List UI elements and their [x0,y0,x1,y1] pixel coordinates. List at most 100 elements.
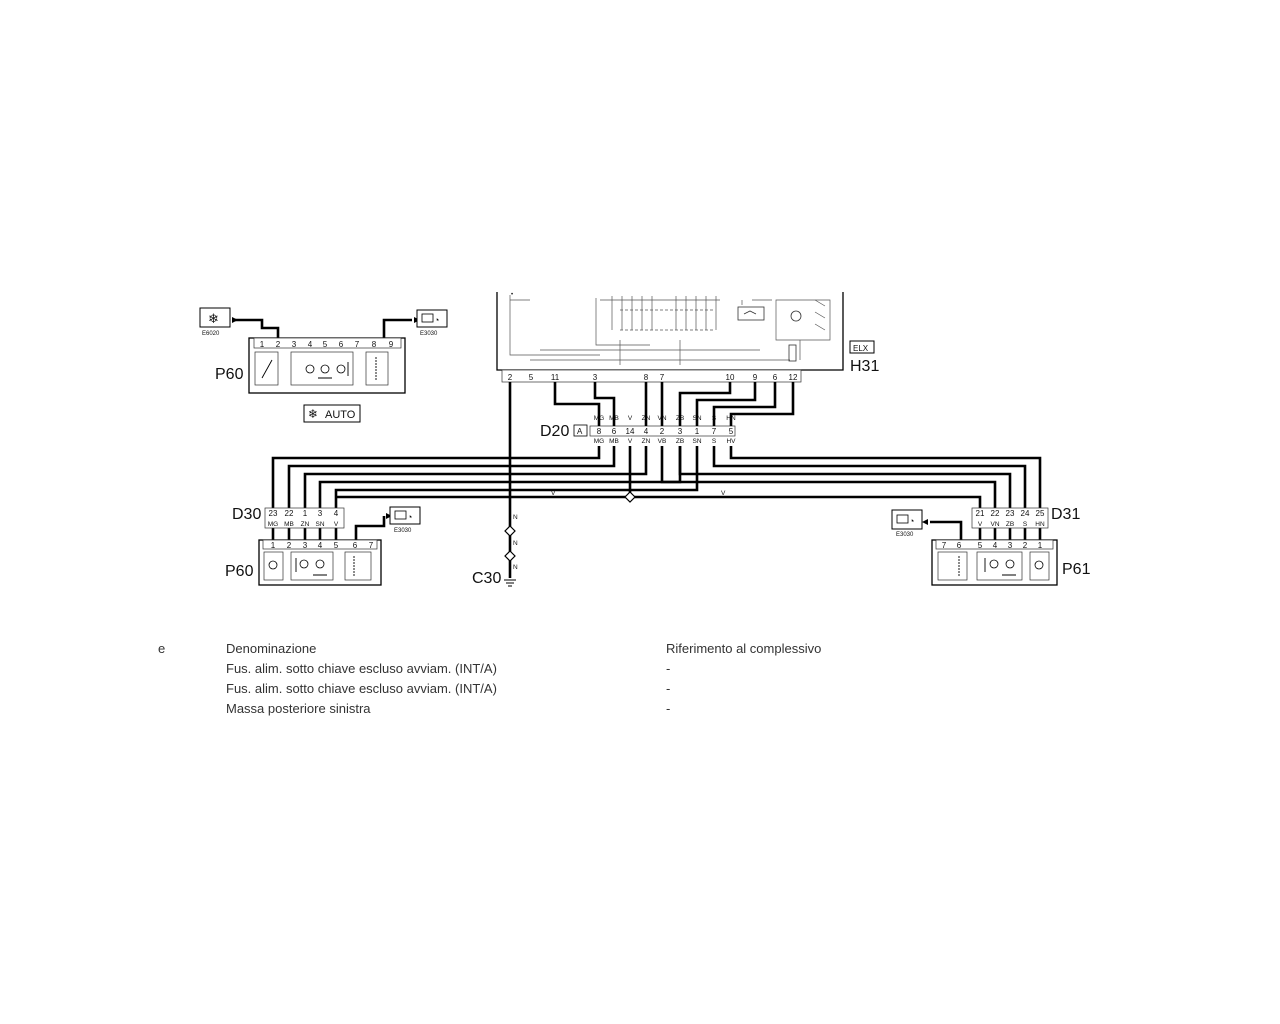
d30-pin-number: 23 [269,509,278,518]
d30-pin-number: 4 [334,509,339,518]
legend-row-name: Fus. alim. sotto chiave escluso avviam. … [226,681,497,696]
p60-bottom-pin-number: 4 [318,541,323,550]
p60-bottom-pin-number: 3 [303,541,308,550]
d20-bottom-wire-color: HV [726,438,736,445]
d30-pin-number: 1 [303,509,308,518]
e6020-reference: ❄ E6020 [199,307,231,337]
rear-defrost-icon: ◔ [407,512,412,522]
d30-pin-number: 3 [318,509,323,518]
d31-label: D31 [1051,506,1080,523]
p61-pin-number: 7 [942,541,947,550]
d20-bottom-wire-color: ZN [642,438,651,445]
h31-pin-number: 7 [660,373,665,382]
d20-bottom-wire-color: V [628,438,633,445]
h31-pin-number: 10 [726,373,735,382]
d20-pin-number: 3 [678,427,683,436]
d30-label: D30 [232,506,261,523]
legend-row-ref: - [666,701,671,716]
p61-pin-number: 5 [978,541,983,550]
h31-label: H31 [850,358,879,375]
legend-row: Massa posteriore sinistra - [0,701,1280,721]
rear-defrost-icon: ◔ [434,315,439,325]
h31-pin-number: 8 [644,373,649,382]
wire-label-v-right: V [721,490,726,497]
p60-bottom-label: P60 [225,563,254,580]
p60-top-pin-number: 1 [260,340,265,349]
auto-badge: AUTO [325,409,356,421]
p61-label: P61 [1062,561,1091,578]
d20-top-wire-color: V [628,415,633,422]
d30-wire-color: MB [284,521,294,528]
d20-pin-number: 7 [712,427,717,436]
d20-pin-number: 6 [612,427,617,436]
legend-row-name: Massa posteriore sinistra [226,701,371,716]
d20-bottom-wire-color: SN [692,438,701,445]
e3030-top-label: E3030 [420,331,438,337]
h31-pin-number: 3 [593,373,598,382]
p60-top-pin-number: 6 [339,340,344,349]
h31-pin-number: 5 [529,373,534,382]
d31-pin-number: 22 [991,509,1000,518]
legend-header-ref: Riferimento al complessivo [666,641,822,656]
d31-wire-color: VN [990,521,999,528]
d20-tag: A [577,427,583,436]
p60-bottom-pin-number: 2 [287,541,292,550]
d31-pin-number: 24 [1021,509,1030,518]
d30-pin-number: 22 [285,509,294,518]
d30-wire-color: V [334,521,339,528]
d20-bottom-wire-color: VB [658,438,667,445]
d20-pin-number: 5 [729,427,734,436]
wire-label-n1: N [513,514,518,521]
p60-top-pin-number: 4 [308,340,313,349]
p61-pin-number: 3 [1008,541,1013,550]
h31-pin-number: 6 [773,373,778,382]
legend-header-row: e Denominazione Riferimento al complessi… [0,641,1280,661]
p61-pin-number: 1 [1038,541,1043,550]
p60-bottom-pin-number: 6 [353,541,358,550]
c30-ground: N N N C30 [472,514,518,587]
d20-pin-number: 8 [597,427,602,436]
d31-wire-color: ZB [1006,521,1014,528]
h31-pin-number: 9 [753,373,758,382]
wires [232,317,1042,578]
e3030-reference-p61: ◔ E3030 [891,509,923,538]
d20-bottom-wire-color: ZB [676,438,684,445]
legend-col0-fragment: e [158,641,166,656]
e6020-label: E6020 [202,331,220,337]
h31-internal-circuit [509,295,831,365]
splice-node [624,491,636,503]
legend-row-name: Fus. alim. sotto chiave escluso avviam. … [226,661,497,676]
p61-pin-number: 2 [1023,541,1028,550]
legend-header-name: Denominazione [226,641,317,656]
rear-defrost-icon: ◔ [909,516,914,526]
h31-tag-elx: ELX [853,344,869,353]
h31-mark: • [511,292,513,298]
e3030-reference-top: ◔ E3030 [416,309,448,337]
p60-top-pin-number: 3 [292,340,297,349]
h31-pin-number: 12 [789,373,798,382]
legend-row-ref: - [666,681,671,696]
d31-wire-color: HN [1035,521,1045,528]
d20-pin-number: 2 [660,427,665,436]
d31-pin-number: 25 [1036,509,1045,518]
d20-bottom-wire-color: MG [594,438,604,445]
p61-pin-number: 4 [993,541,998,550]
c30-label: C30 [472,570,501,587]
p60-bottom-pin-number: 5 [334,541,339,550]
e3030-reference-p60: ◔ E3030 [389,506,421,534]
p60-top-pin-number: 5 [323,340,328,349]
e3030-p61-label: E3030 [896,532,914,538]
wire-label-n2: N [513,540,518,547]
snowflake-icon: ❄ [208,311,219,326]
h31-pin-number: 11 [551,373,560,382]
